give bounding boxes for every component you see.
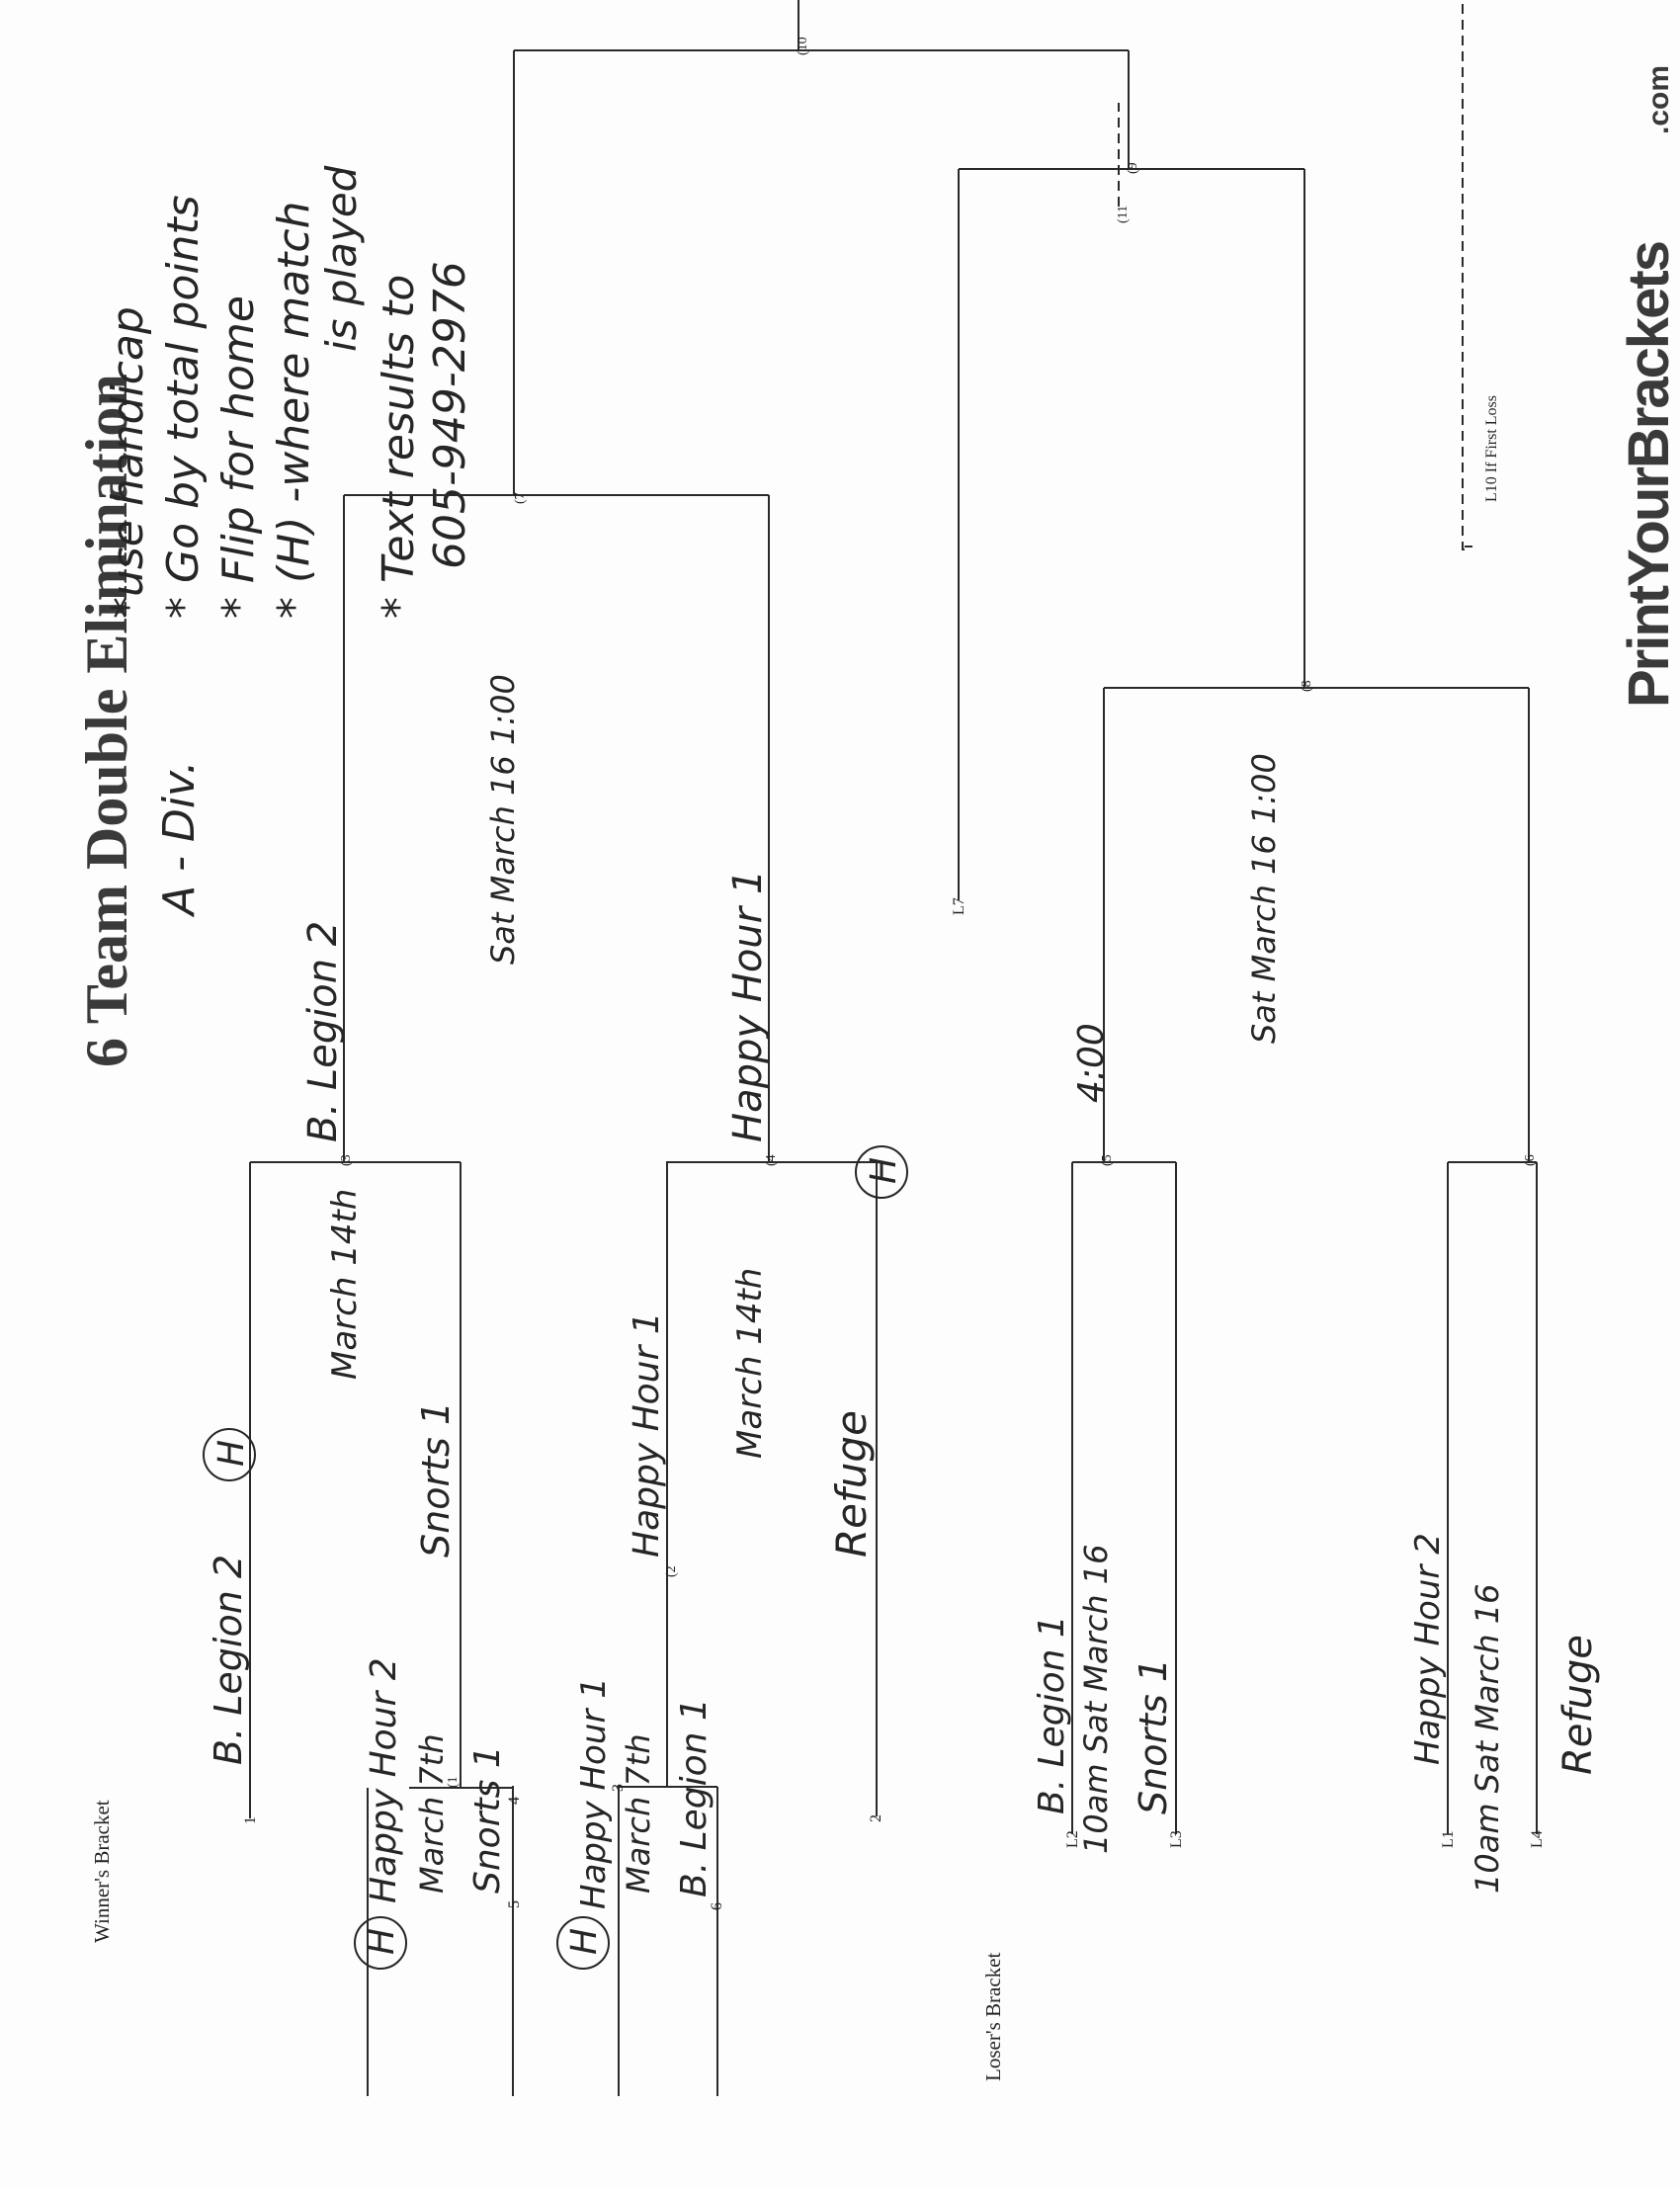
losers-bracket-label: Loser's Bracket [981, 1953, 1005, 2081]
seed-numbers: 4 5 3 6 1 2 L2 L3 L1 L4 L7 L10 If First … [242, 395, 1546, 1910]
game-3-entries: B. Legion 2 H March 14th Snorts 1 [203, 1189, 458, 1765]
team-name: B. Legion 2 [300, 921, 346, 1142]
game-1-entries: H Happy Hour 2 March 7th Snorts 1 [354, 1657, 508, 1970]
game-8-entries: Sat March 16 1:00 [1245, 753, 1283, 1044]
team-name: Happy Hour 1 [725, 870, 771, 1142]
team-name: Snorts 1 [467, 1745, 508, 1894]
seed-number: 4 [506, 1797, 523, 1805]
note-line: * (H) -where match [269, 201, 319, 619]
rotated-bracket: 6 Team Double Elimination A - Div. *use … [74, 0, 1680, 2096]
team-name: Snorts 1 [414, 1401, 458, 1558]
note-line: * Text results to [374, 275, 424, 619]
match-date: March 7th [413, 1733, 451, 1894]
game-5-entries: B. Legion 1 10am Sat March 16 Snorts 1 [1032, 1545, 1175, 1854]
game-11-dashed [1118, 0, 1472, 548]
game-number: (7 [513, 492, 528, 504]
game-9-entries: 4:00 [1071, 1023, 1112, 1103]
home-marker: H [362, 1928, 402, 1955]
team-name: B. Legion 1 [674, 1698, 714, 1897]
match-date: March 14th [730, 1268, 770, 1459]
game-6-entries: Happy Hour 2 10am Sat March 16 Refuge [1408, 1533, 1601, 1894]
note-line: is played [317, 165, 366, 352]
team-name: Snorts 1 [1132, 1658, 1175, 1814]
game-number: (5 [1100, 1154, 1115, 1166]
home-marker-circle [855, 1145, 908, 1199]
losers-lines [958, 50, 1538, 1834]
team-name: Refuge [1555, 1635, 1601, 1775]
match-date: March 14th [325, 1189, 365, 1380]
match-date: 4:00 [1071, 1023, 1112, 1103]
game-numbers: (1 (2 (3 (4 (5 (6 (7 (8 (9 (10 (11 [339, 37, 1538, 1788]
brand-logo: PrintYourBrackets .com [1617, 65, 1680, 708]
game-number: (9 [1126, 162, 1140, 174]
home-marker-circle [203, 1428, 256, 1481]
winners-bracket-label: Winner's Bracket [90, 1800, 114, 1943]
loser-ref: L1 [1440, 1830, 1457, 1848]
home-marker-circle [354, 1916, 407, 1970]
seed-number: 3 [610, 1784, 627, 1792]
home-marker: H [211, 1440, 252, 1467]
team-name: Happy Hour 1 [627, 1311, 667, 1558]
game-4-box [666, 1161, 877, 1561]
loser-ref: L7 [951, 897, 967, 915]
team-name: Happy Hour 1 [574, 1677, 614, 1909]
seed-number: 2 [868, 1814, 884, 1822]
division-label: A - Div. [154, 761, 205, 919]
game-7-entries: B. Legion 2 Sat March 16 1:00 Happy Hour… [300, 674, 771, 1142]
game-number: (6 [1523, 1154, 1538, 1166]
team-name: Refuge [827, 1410, 876, 1558]
page-title: 6 Team Double Elimination [74, 374, 139, 1067]
home-marker: H [564, 1928, 605, 1955]
match-date: 10am Sat March 16 [1077, 1545, 1115, 1854]
loser-ref: L10 If First Loss [1483, 395, 1500, 502]
team-name: B. Legion 1 [1032, 1615, 1072, 1814]
game-number: (10 [796, 37, 810, 55]
loser-ref: L3 [1168, 1830, 1185, 1848]
game-number: (11 [1116, 206, 1131, 223]
match-date: March 7th [620, 1733, 657, 1894]
winners-lines [249, 0, 1472, 2096]
note-line: *use handicap [103, 306, 153, 619]
game-11-dashed [1462, 0, 1465, 550]
team-name: Happy Hour 2 [364, 1657, 404, 1903]
brand-name: PrintYourBrackets [1617, 242, 1680, 708]
match-date: Sat March 16 1:00 [484, 674, 522, 965]
home-marker-circle [556, 1916, 610, 1970]
seed-number: 5 [506, 1900, 523, 1908]
note-line: * Go by total points [158, 195, 209, 619]
game-number: (8 [1300, 680, 1314, 692]
match-date: Sat March 16 1:00 [1245, 753, 1283, 1044]
game-2-entries: H Happy Hour 1 March 7th B. Legion 1 [556, 1677, 714, 1970]
game-number: (3 [339, 1154, 354, 1166]
game-4-entries: Happy Hour 1 March 14th Refuge H [627, 1145, 908, 1558]
note-line: * Flip for home [213, 295, 264, 619]
seed-number: 1 [242, 1816, 259, 1824]
team-name: Happy Hour 2 [1408, 1533, 1448, 1765]
team-name: B. Legion 2 [207, 1555, 250, 1765]
home-marker: H [864, 1157, 904, 1184]
notes-block: *use handicap * Go by total points * Fli… [103, 165, 475, 619]
seed-number: 6 [709, 1902, 725, 1910]
game-number: (4 [764, 1154, 779, 1166]
match-date: 10am Sat March 16 [1469, 1584, 1506, 1894]
game-number: (2 [664, 1565, 679, 1577]
loser-ref: L4 [1529, 1830, 1546, 1848]
note-line: 605-949-2976 [425, 261, 475, 569]
game-number: (1 [446, 1776, 461, 1788]
loser-ref: L2 [1064, 1830, 1081, 1848]
brand-suffix: .com [1642, 65, 1675, 134]
